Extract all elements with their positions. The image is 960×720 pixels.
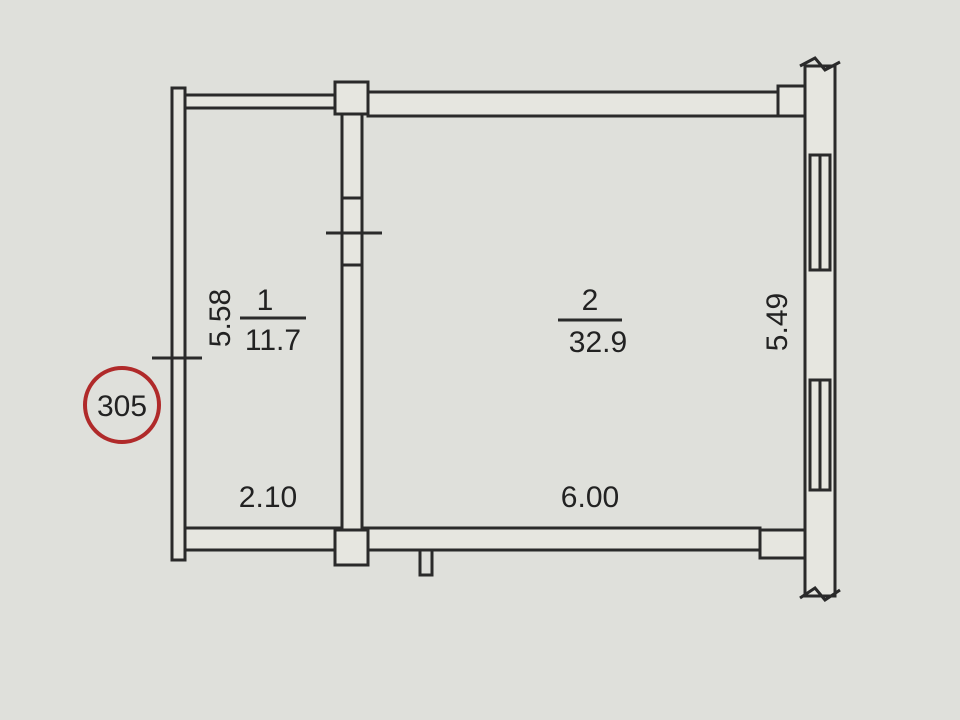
- bottom-right-column: [758, 528, 807, 560]
- room-1-number: 1: [257, 284, 274, 317]
- room-1-length: 5.58: [204, 289, 237, 347]
- top-pillar: [333, 80, 370, 116]
- top-wall-room-1: [183, 93, 337, 110]
- unit-number-badge: 305: [83, 366, 161, 444]
- right-outer-wall: [803, 64, 837, 598]
- door-marks: [152, 56, 841, 602]
- partition-wall: [340, 108, 364, 534]
- room-1-area: 11.7: [245, 324, 301, 357]
- walls: [170, 64, 837, 598]
- bottom-pillar: [333, 528, 370, 567]
- top-wall-room-2: [366, 90, 782, 118]
- bottom-wall: [183, 526, 762, 552]
- windows: [808, 153, 832, 492]
- unit-number: 305: [97, 390, 147, 423]
- room-2-length: 5.49: [761, 293, 794, 351]
- room-2-number: 2: [582, 284, 599, 317]
- room-2-width: 6.00: [561, 481, 619, 514]
- left-outer-wall: [170, 86, 187, 562]
- room-1-width: 2.10: [239, 481, 297, 514]
- room-2-area: 32.9: [569, 326, 627, 359]
